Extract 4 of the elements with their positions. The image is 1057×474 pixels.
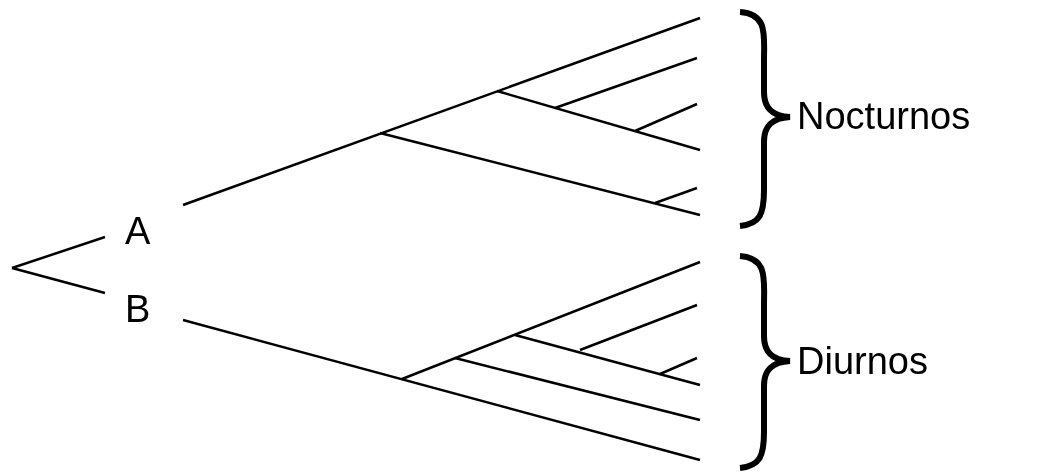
branch-label: A — [125, 212, 151, 250]
branch-label: B — [125, 290, 151, 328]
group-label: Diurnos — [797, 342, 928, 380]
group-label: Nocturnos — [797, 97, 971, 135]
